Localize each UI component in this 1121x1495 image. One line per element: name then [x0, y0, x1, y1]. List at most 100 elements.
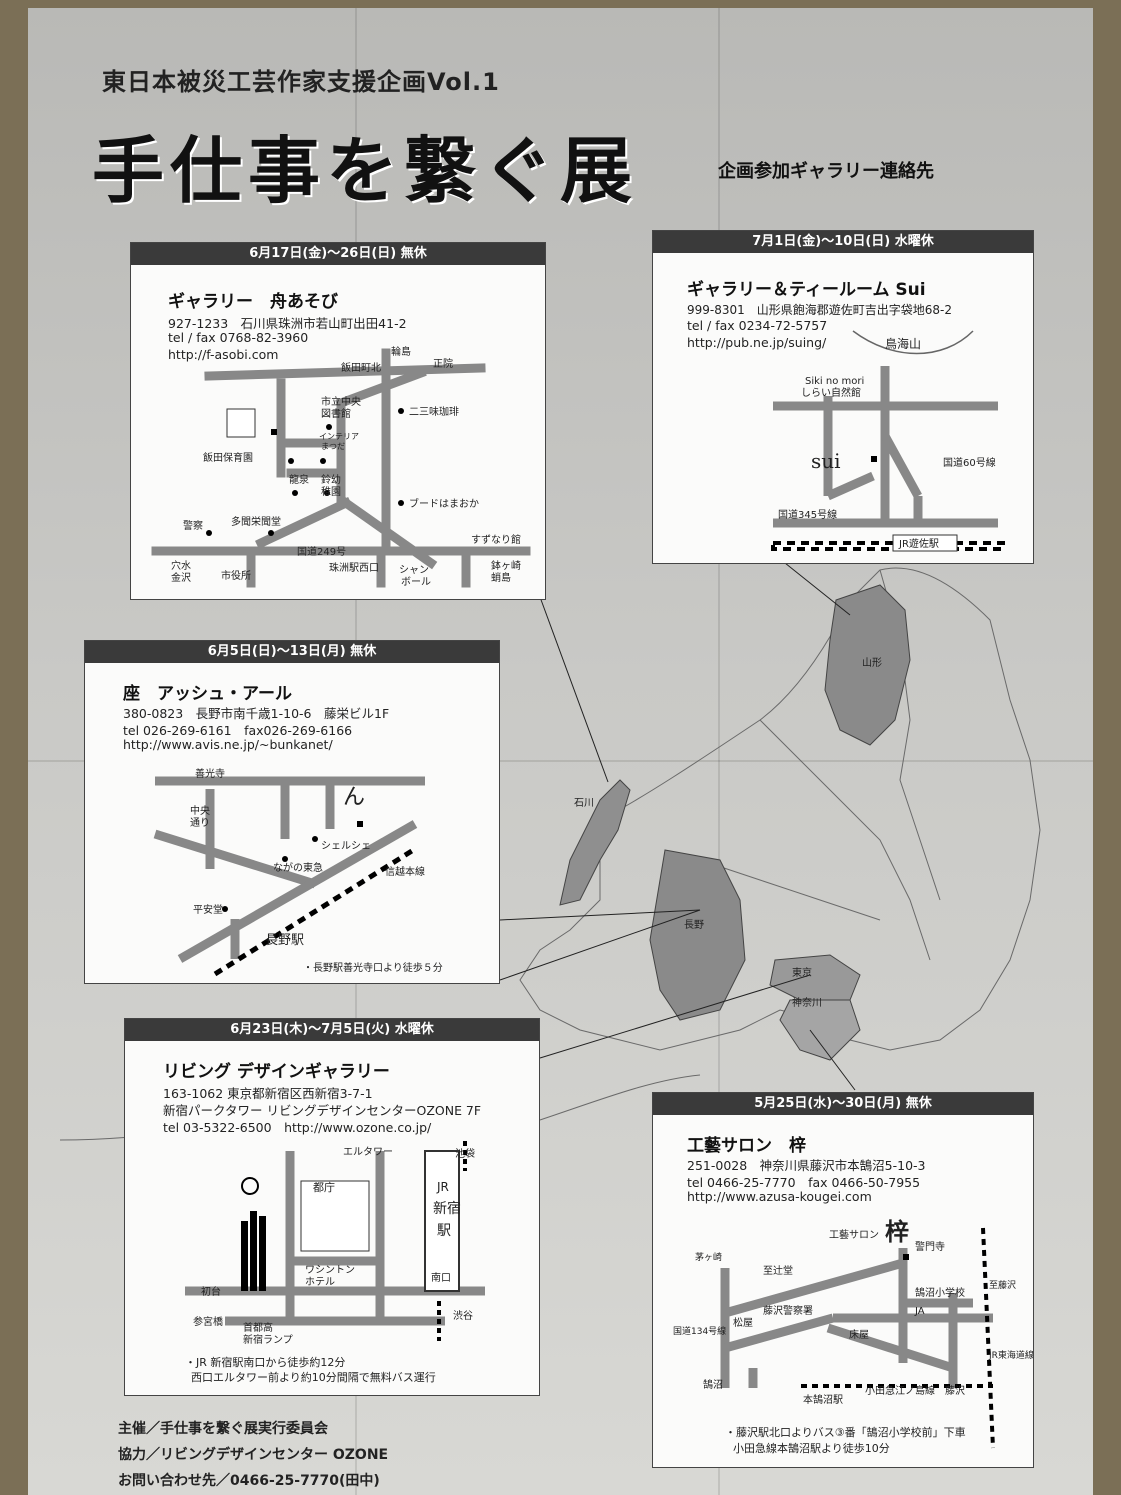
map-label: ながの東急: [273, 861, 323, 874]
map-label: 鳥海山: [885, 336, 921, 351]
map-label: 鵠沼小学校: [915, 1286, 965, 1299]
gallery-logo-icon: [226, 408, 256, 438]
gallery-name: ギャラリー 舟あそび: [168, 292, 338, 312]
map-label: 稚園: [321, 486, 341, 498]
map-label: 珠洲駅西口: [329, 561, 379, 574]
map-label: 池袋: [455, 1147, 475, 1160]
gallery-url[interactable]: http://f-asobi.com: [168, 347, 279, 362]
ozone-note: 西口エルタワー前より約10分間隔で無料バス運行: [191, 1370, 436, 1384]
gallery-box-sui: 7月1日(金)〜10日(日) 水曜休 ギャラリー＆ティールーム Sui 999-…: [652, 230, 1034, 564]
gallery-dates: 6月5日(日)〜13日(月) 無休: [85, 641, 499, 663]
map-label: 茅ヶ崎: [695, 1251, 722, 1263]
map-label: 駅: [437, 1223, 451, 1239]
azusa-map: 工藝サロン 梓 茅ヶ崎 至辻堂 警門寺 鵠沼小学校 藤沢警察署 JA 国道134…: [673, 1218, 1033, 1455]
ozone-map: エルタワー 池袋 都庁 JR 新宿 駅 ワシントン ホテル 初台 南口 参宮橋 …: [185, 1141, 485, 1384]
gallery-phone: tel / fax 0768-82-3960: [168, 330, 309, 345]
map-label: ボール: [401, 576, 431, 588]
map-label: 松屋: [733, 1316, 753, 1329]
map-label: 渋谷: [453, 1309, 473, 1322]
map-label: 多聞栄聞堂: [231, 515, 281, 528]
map-label: 本鵠沼駅: [803, 1393, 843, 1406]
gallery-phone: tel 0466-25-7770 fax 0466-50-7955: [687, 1175, 921, 1190]
map-label: 国道134号線: [673, 1325, 726, 1337]
map-label: 藤沢: [945, 1384, 965, 1397]
gallery-url[interactable]: http://www.avis.ne.jp/~bunkanet/: [123, 737, 333, 752]
gallery-marker: [271, 429, 277, 435]
gallery-marker: [903, 1254, 909, 1260]
gallery-address: 927-1233 石川県珠洲市若山町出田41-2: [168, 316, 407, 331]
map-label: 飯田保育園: [203, 451, 253, 464]
gallery-box-ozone: 6月23日(木)〜7月5日(火) 水曜休 リビング デザインギャラリー 163-…: [124, 1018, 540, 1396]
gallery-address: 999-8301 山形県飽海郡遊佐町吉出字袋地68-2: [687, 303, 953, 317]
map-label: しらい自然館: [801, 386, 861, 399]
ishikawa-region: [559, 779, 631, 906]
map-label: 石川: [574, 798, 594, 809]
map-label: 新宿ランプ: [243, 1333, 293, 1346]
map-label: 神奈川: [792, 996, 822, 1009]
map-label: 南口: [431, 1271, 451, 1284]
azusa-note: ・藤沢駅北口よりバス③番「鵠沼小学校前」下車: [725, 1425, 966, 1439]
kanagawa-region: [779, 999, 861, 1061]
svg-text:ん: ん: [343, 785, 365, 810]
gallery-dates: 6月17日(金)〜26日(日) 無休: [131, 243, 545, 265]
map-label: ワシントン: [305, 1265, 355, 1276]
map-label: 国道345号線: [778, 508, 837, 521]
gallery-address: 251-0028 神奈川県藤沢市本鵠沼5-10-3: [687, 1158, 926, 1173]
map-label: 床屋: [849, 1328, 869, 1341]
map-label: 穴水: [171, 559, 191, 572]
map-label: 首都高: [243, 1321, 273, 1334]
map-label: エルタワー: [343, 1146, 393, 1158]
ozone-note: ・JR 新宿駅南口から徒歩約12分: [185, 1355, 345, 1369]
map-label: ホテル: [305, 1276, 335, 1288]
gallery-name: 工藝サロン 梓: [687, 1136, 806, 1156]
gallery-url[interactable]: http://www.azusa-kougei.com: [687, 1189, 872, 1204]
map-label: 初台: [201, 1285, 221, 1298]
map-label: 信越本線: [385, 865, 425, 878]
map-label: 鈴幼: [321, 473, 341, 486]
nagano-region: [649, 849, 746, 1021]
map-label: 国道249号: [297, 545, 346, 558]
gallery-dates: 6月23日(木)〜7月5日(火) 水曜休: [125, 1019, 539, 1041]
gallery-dates: 5月25日(水)〜30日(月) 無休: [653, 1093, 1033, 1115]
map-label: 平安堂: [193, 903, 223, 916]
subtitle: 東日本被災工芸作家支援企画Vol.1: [102, 68, 500, 96]
map-label: 梓: [885, 1218, 909, 1246]
map-label: 山形: [862, 657, 882, 669]
gallery-url[interactable]: http://pub.ne.jp/suing/: [687, 335, 827, 350]
map-label: 長野駅: [265, 933, 304, 948]
map-label: 藤沢警察署: [763, 1304, 813, 1317]
map-label: 鉢ヶ崎: [491, 559, 521, 572]
map-label: 国道60号線: [943, 456, 996, 469]
footer-inquiry: お問い合わせ先／0466-25-7770(田中): [118, 1473, 380, 1489]
gallery-name: 座 アッシュ・アール: [123, 684, 292, 704]
map-label: 警察: [183, 519, 203, 532]
gallery-dates: 7月1日(金)〜10日(日) 水曜休: [653, 231, 1033, 253]
map-label: Siki no mori: [805, 376, 864, 387]
tokyo-region: [769, 954, 861, 1001]
map-label: 新宿: [433, 1200, 461, 1217]
fold-line: [28, 760, 1093, 762]
sui-map: 鳥海山 Siki no mori しらい自然館 sui 国道60号線 国道345…: [771, 330, 1005, 552]
map-label: すずなり館: [471, 533, 521, 546]
map-label: 通り: [190, 817, 210, 829]
gallery-phone-url[interactable]: tel 03-5322-6500 http://www.ozone.co.jp/: [163, 1120, 432, 1135]
gallery-address: 380-0823 長野市南千歳1-10-6 藤栄ビル1F: [123, 706, 390, 721]
page-title: 手仕事を繋ぐ展: [92, 128, 639, 213]
map-label: ブードはまおか: [409, 497, 479, 510]
map-label: 鵠沼: [703, 1378, 723, 1391]
map-label: 都庁: [313, 1180, 335, 1194]
footer-cooperation: 協力／リビングデザインセンター OZONE: [118, 1447, 389, 1463]
gallery-box-funasobi: 6月17日(金)〜26日(日) 無休 ギャラリー 舟あそび 927-1233 石…: [130, 242, 546, 600]
map-label: 小田急江ノ島線: [865, 1384, 935, 1397]
map-label: JR遊佐駅: [898, 537, 939, 550]
gallery-phone: tel / fax 0234-72-5757: [687, 318, 828, 333]
map-label: シェルシェ: [321, 841, 371, 852]
map-label: 龍泉: [289, 473, 309, 486]
map-label: 図書館: [321, 407, 351, 420]
map-label: 中央: [190, 804, 210, 817]
map-label: 市役所: [221, 569, 251, 582]
map-label: 長野: [684, 919, 704, 931]
map-label: 参宮橋: [193, 1315, 223, 1328]
map-label: 工藝サロン: [829, 1228, 879, 1241]
gallery-name: ギャラリー＆ティールーム Sui: [687, 280, 926, 300]
